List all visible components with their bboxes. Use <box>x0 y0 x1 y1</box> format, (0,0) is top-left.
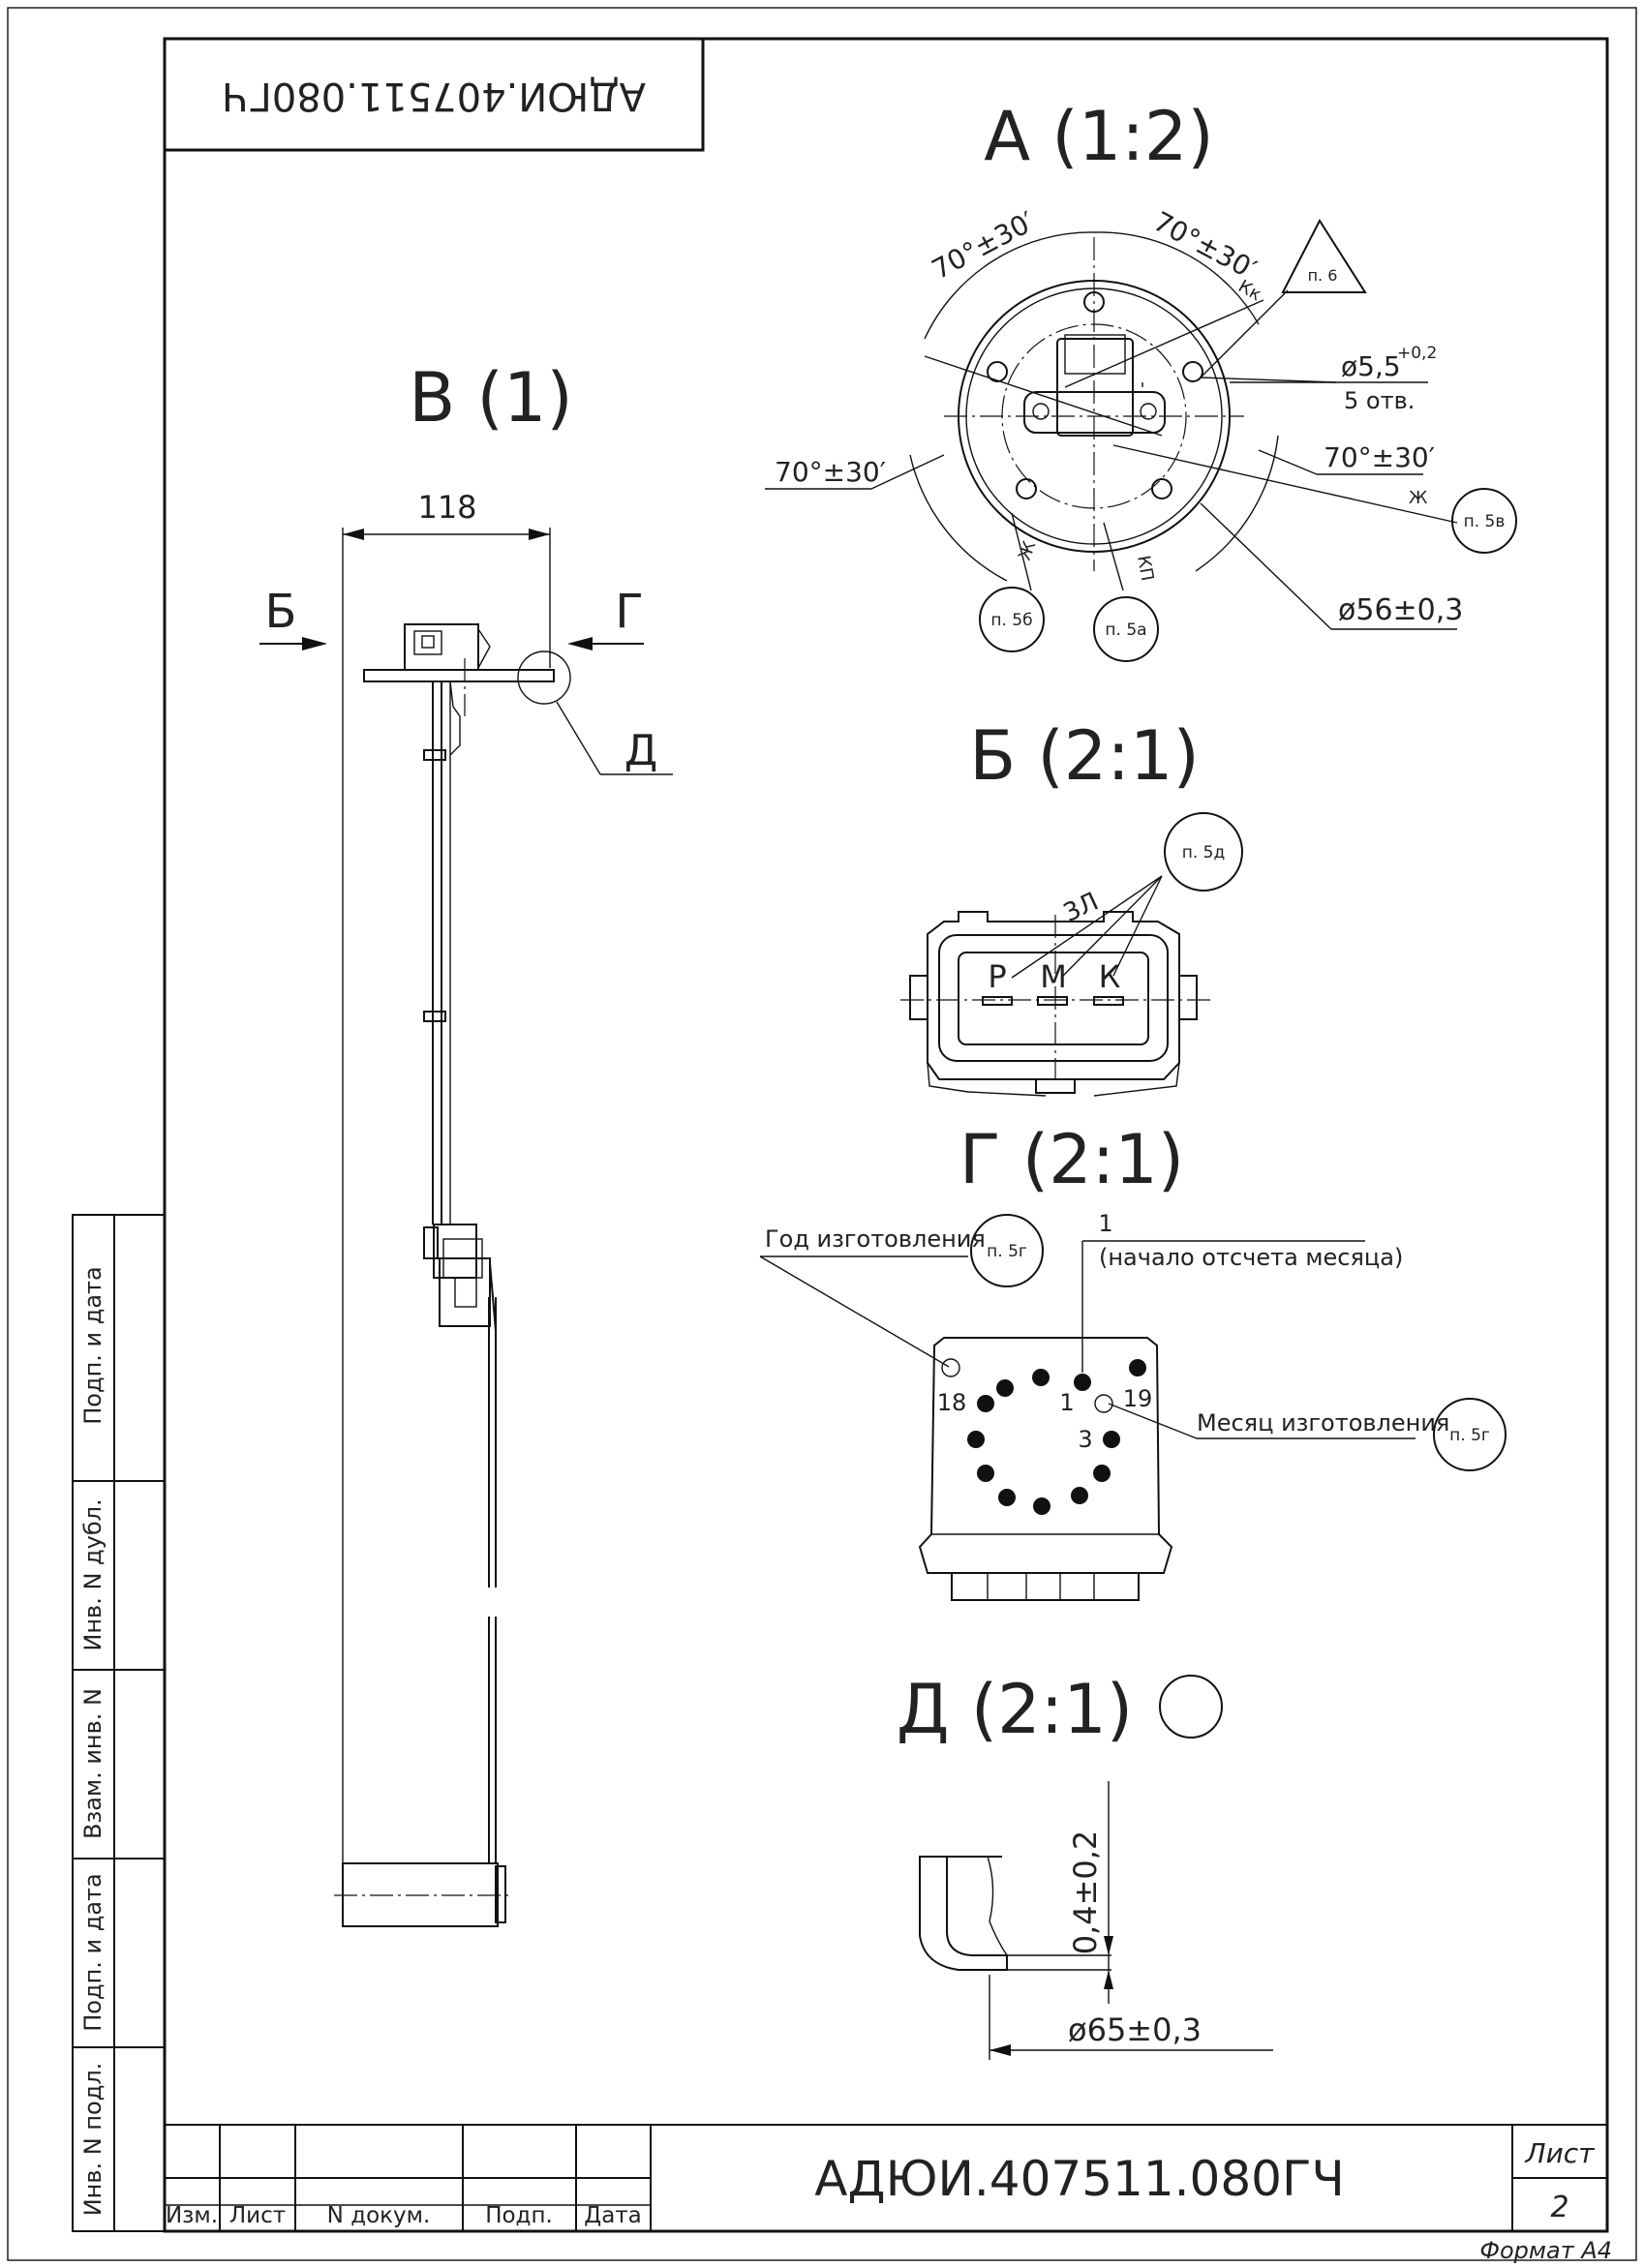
pin-k: К <box>1099 958 1121 995</box>
view-v-title: В (1) <box>409 358 572 438</box>
angle-top-right: 70°±30′ <box>1148 205 1262 286</box>
month-start-note: (начало отсчета месяца) <box>1099 1244 1403 1271</box>
side-cell-inv-dubl: Инв. N дубл. <box>79 1498 107 1650</box>
side-stamp: Подп. и дата Инв. N дубл. Взам. инв. N П… <box>72 1214 166 2232</box>
month-label: Месяц изготовления <box>1197 1409 1449 1436</box>
angle-right: 70°±30′ <box>1324 441 1435 473</box>
num-3: 3 <box>1078 1426 1092 1453</box>
num-18: 18 <box>937 1389 967 1416</box>
title-code: АДЮИ.407511.080ГЧ <box>814 2151 1345 2207</box>
top-stamp-box <box>163 37 705 152</box>
balloon-5a <box>1093 596 1159 662</box>
hole-tol: +0,2 <box>1397 344 1437 363</box>
format-label: Формат А4 <box>1479 2237 1612 2264</box>
side-cell-vzam-inv: Взам. инв. N <box>79 1688 107 1839</box>
view-d: Д (2:1) 0,4±0,2 ø65±0,3 <box>897 1670 1273 2060</box>
sheet-number: 2 <box>1550 2191 1568 2224</box>
view-v: В (1) 118 Б Г Д <box>259 358 673 1927</box>
view-a: А (1:2) <box>765 97 1517 662</box>
hole-bottom-left <box>1016 478 1037 499</box>
view-a-title: А (1:2) <box>984 97 1213 176</box>
num-1: 1 <box>1059 1389 1074 1416</box>
hole-dia: ø5,5 <box>1341 350 1401 382</box>
col-list: Лист <box>229 2203 286 2228</box>
view-b-title: Б (2:1) <box>969 716 1200 796</box>
side-cell-inv-podl: Инв. N подл. <box>79 2063 107 2217</box>
outer-dia: ø56±0,3 <box>1338 593 1463 627</box>
note-6: п. 6 <box>1308 266 1338 285</box>
callout-d-label: Д <box>624 726 657 775</box>
angle-left: 70°±30′ <box>775 456 886 488</box>
hole-top <box>1083 291 1105 313</box>
col-podp: Подп. <box>485 2203 553 2228</box>
view-d-title: Д (2:1) <box>897 1670 1133 1749</box>
mark-bottom-right: КП <box>1133 554 1157 583</box>
dim-diameter: ø65±0,3 <box>1068 2011 1202 2048</box>
view-b: Б (2:1) Р М К 3Л п. 5д <box>900 716 1243 1097</box>
hole-right <box>1182 361 1203 382</box>
side-cell-podp-1: Подп. и дата <box>79 1266 107 1425</box>
drawing-frame <box>163 37 1609 2233</box>
note-5d: п. 5д <box>1182 843 1226 862</box>
balloon-5b <box>979 587 1045 652</box>
balloon-5d <box>1164 812 1243 892</box>
note-5g-year: п. 5г <box>987 1242 1027 1261</box>
top-stamp-code: АДЮИ.407511.080ГЧ <box>222 74 646 118</box>
title-block: Изм. Лист N докум. Подп. Дата АДЮИ.40751… <box>165 2124 1607 2231</box>
dim-118: 118 <box>417 489 476 526</box>
note-5g-month: п. 5г <box>1449 1426 1490 1445</box>
view-g: Г (2:1) Год изготовления п. 5г 1 (начало… <box>759 1120 1507 1601</box>
col-doc: N докум. <box>327 2203 431 2228</box>
sheet-label: Лист <box>1525 2137 1596 2169</box>
pin-p: Р <box>988 958 1006 995</box>
col-data: Дата <box>584 2203 642 2228</box>
month-start-num: 1 <box>1098 1210 1112 1237</box>
dim-thickness: 0,4±0,2 <box>1067 1830 1104 1955</box>
note-5a: п. 5а <box>1105 620 1146 640</box>
hole-bottom-right <box>1151 478 1172 499</box>
balloon-5g-month <box>1433 1398 1507 1471</box>
outer-border <box>7 7 1637 2261</box>
hole-count: 5 отв. <box>1344 387 1415 414</box>
note-5b: п. 5б <box>990 611 1032 630</box>
note-5v: п. 5в <box>1464 512 1506 531</box>
pin-m: М <box>1040 958 1067 995</box>
side-cell-podp-2: Подп. и дата <box>79 1873 107 2032</box>
balloon-5g-year <box>970 1214 1044 1287</box>
balloon-5v <box>1451 488 1517 554</box>
view-g-title: Г (2:1) <box>959 1120 1184 1199</box>
mark-right: Ж <box>1409 488 1428 508</box>
arrow-g-label: Г <box>615 585 643 639</box>
note-6-triangle <box>1281 218 1367 293</box>
num-19: 19 <box>1123 1385 1153 1412</box>
hole-left <box>987 361 1008 382</box>
view-d-symbol <box>1159 1675 1223 1739</box>
year-label: Год изготовления <box>765 1225 986 1253</box>
arrow-b-label: Б <box>265 585 297 639</box>
col-izm: Изм. <box>166 2203 218 2228</box>
